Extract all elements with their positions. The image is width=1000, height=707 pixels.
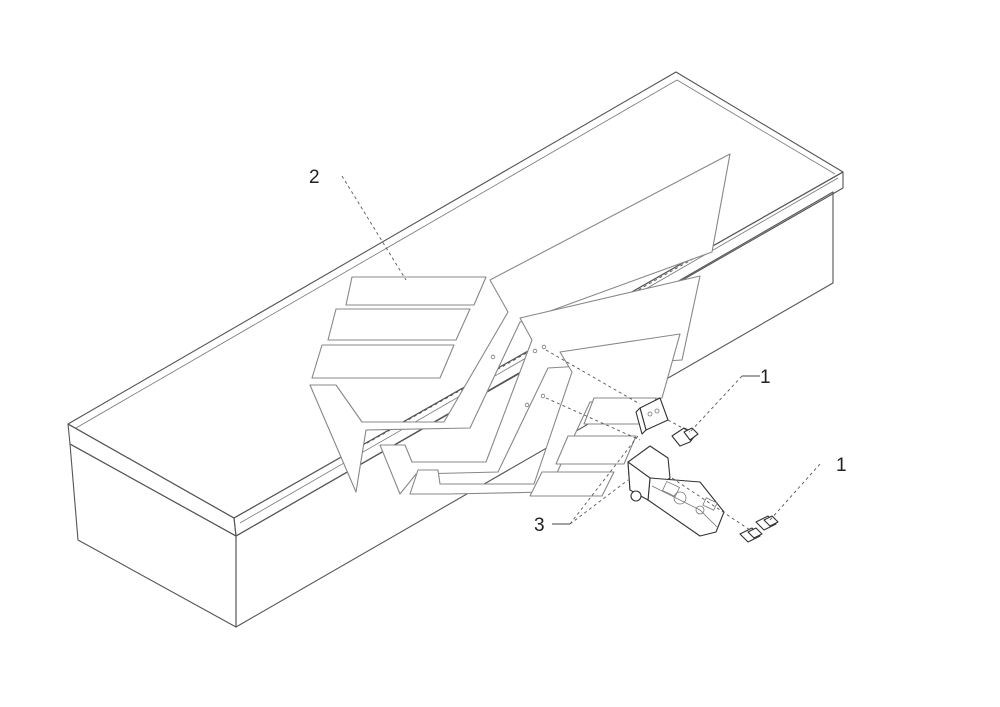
emblem-slat-middle <box>327 308 471 341</box>
emblem-slat-lower-2 <box>555 435 637 465</box>
emblem-decal <box>309 153 731 497</box>
emblem-slat-top <box>345 276 487 306</box>
toolbox-lid-bevel <box>75 79 836 429</box>
mounting-holes <box>490 344 547 408</box>
callout-2-emblem: 2 <box>309 167 320 188</box>
toolbox-lid-left-rim <box>67 423 237 537</box>
callout-1-upper-bolt: 1 <box>760 367 771 388</box>
hinge-lower-assembly <box>627 445 725 537</box>
emblem-slat-lower-3 <box>529 471 615 497</box>
toolbox-left-face <box>69 443 237 628</box>
bolt-upper <box>671 427 699 447</box>
bolt-lower-1 <box>739 527 763 543</box>
emblem-wing-large <box>309 153 731 493</box>
emblem-slat-bottom <box>311 344 455 379</box>
bolt-lower-2 <box>755 515 779 531</box>
callout-1-lower-bolt: 1 <box>836 455 847 476</box>
hinge-upper-plate <box>635 397 669 435</box>
leader-lines <box>341 175 821 531</box>
emblem-wing-small <box>409 333 681 495</box>
callout-3-hinge: 3 <box>534 515 545 536</box>
emblem-wing-middle <box>379 275 701 495</box>
